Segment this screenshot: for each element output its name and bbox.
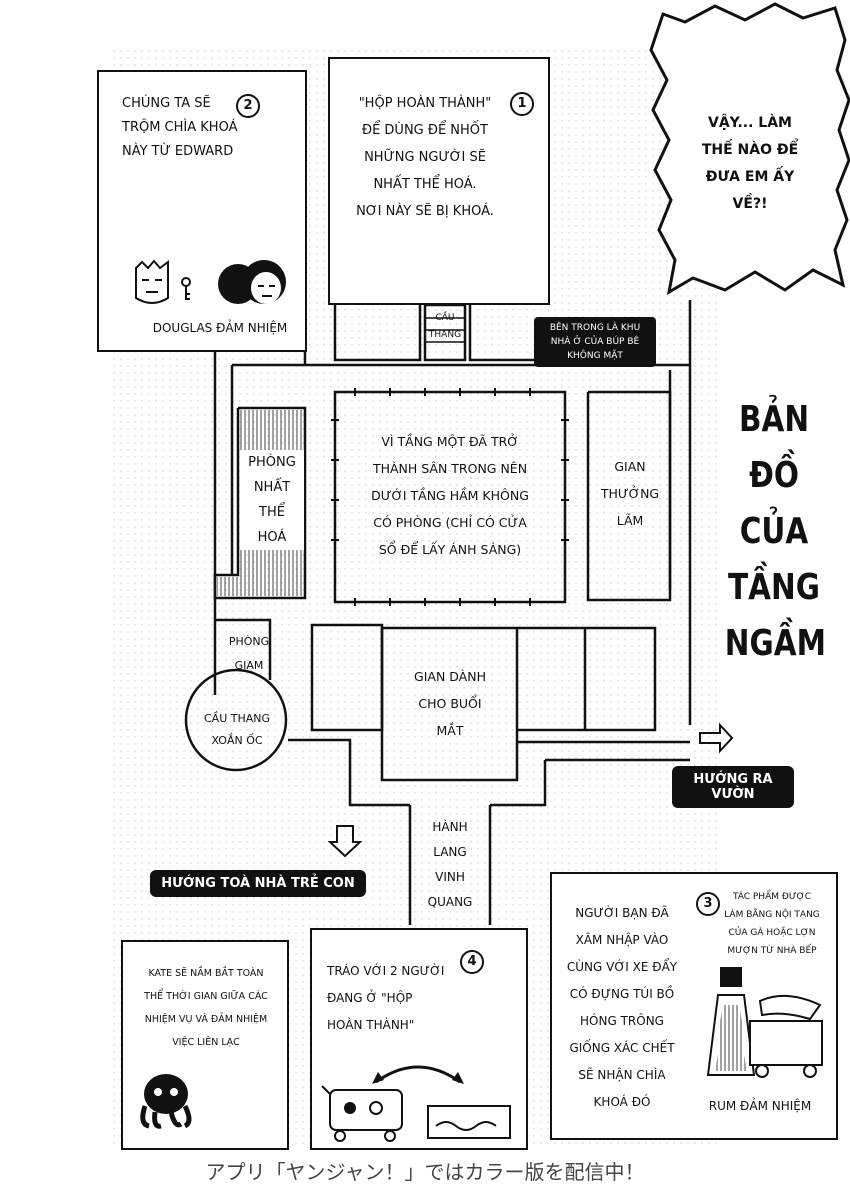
box-icon xyxy=(427,1105,511,1139)
swap-arrow-icon xyxy=(372,1065,464,1084)
panel-3-note: TÁC PHẨM ĐƯỢC LÀM BẰNG NỘI TẠNG CỦA GÀ H… xyxy=(724,892,820,956)
footer-text: アプリ「ヤンジャン！」ではカラー版を配信中！ xyxy=(205,1160,645,1184)
room-corridor: HÀNH LANG VINH QUANG xyxy=(427,820,473,909)
room-gallery: GIAN THƯỞNG LÃM xyxy=(600,459,660,528)
speech-balloon xyxy=(649,2,850,295)
speech-text: VẬY... LÀM THẾ NÀO ĐỂ ĐƯA EM ẤY VỀ?! xyxy=(701,115,799,212)
room-ceremony: GIAN DÀNH CHO BUỔI MẮT xyxy=(414,669,486,738)
panel-1-text: "HỘP HOÀN THÀNH" ĐỂ DÙNG ĐỂ NHỐT NHỮNG N… xyxy=(356,96,494,219)
key-icon xyxy=(181,277,191,300)
room-assimilation: PHÒNG NHẤT THỂ HOÁ xyxy=(240,450,304,550)
map-title: BẢN ĐỒ CỦA TẦNG NGẦM xyxy=(724,399,826,664)
panel-kate-text: KATE SẼ NẮM BẮT TOÀN THỂ THỜI GIAN GIỮA … xyxy=(144,968,268,1048)
panel-3-number: 3 xyxy=(696,892,720,916)
panel-kate xyxy=(121,940,289,1150)
room-prison: PHÒNG GIAM xyxy=(228,635,270,672)
room-courtyard: VÌ TẦNG MỘT ĐÃ TRỞ THÀNH SÂN TRONG NÊN D… xyxy=(371,434,529,557)
doll-with-cart-icon xyxy=(706,967,823,1078)
panel-2-caption: DOUGLAS ĐẢM NHIỆM xyxy=(152,321,288,335)
room-stairs: CẦU THANG xyxy=(428,313,462,340)
panel-2-number: 2 xyxy=(236,94,260,118)
garden-direction-label: HƯỚNG RA VƯỜN xyxy=(672,766,794,808)
doll-area-tag: BÊN TRONG LÀ KHU NHÀ Ở CỦA BÚP BÊ KHÔNG … xyxy=(534,317,656,367)
kate-octopus-icon xyxy=(140,1074,192,1129)
cart-with-dolls-icon xyxy=(321,1085,403,1142)
panel-4-text: TRÁO VỚI 2 NGƯỜI ĐANG Ở "HỘP HOÀN THÀNH" xyxy=(327,964,445,1032)
panel-1-number: 1 xyxy=(510,92,534,116)
panel-2-text: CHÚNG TA SẼ TRỘM CHÌA KHOÁ NÀY TỪ EDWARD xyxy=(122,96,238,159)
panel-2 xyxy=(97,70,307,352)
panel-3-caption: RUM ĐẢM NHIỆM xyxy=(708,1099,812,1113)
twins-face-icon xyxy=(218,260,286,304)
panel-4-number: 4 xyxy=(460,950,484,974)
panel-3-text: NGƯỜI BẠN ĐÃ XÂM NHẬP VÀO CÙNG VỚI XE ĐẨ… xyxy=(566,906,678,1109)
douglas-face-icon xyxy=(135,259,169,304)
children-building-direction-label: HƯỚNG TOÀ NHÀ TRẺ CON xyxy=(150,870,366,897)
room-spiral-stairs: CẦU THANG XOẮN ỐC xyxy=(203,712,271,747)
